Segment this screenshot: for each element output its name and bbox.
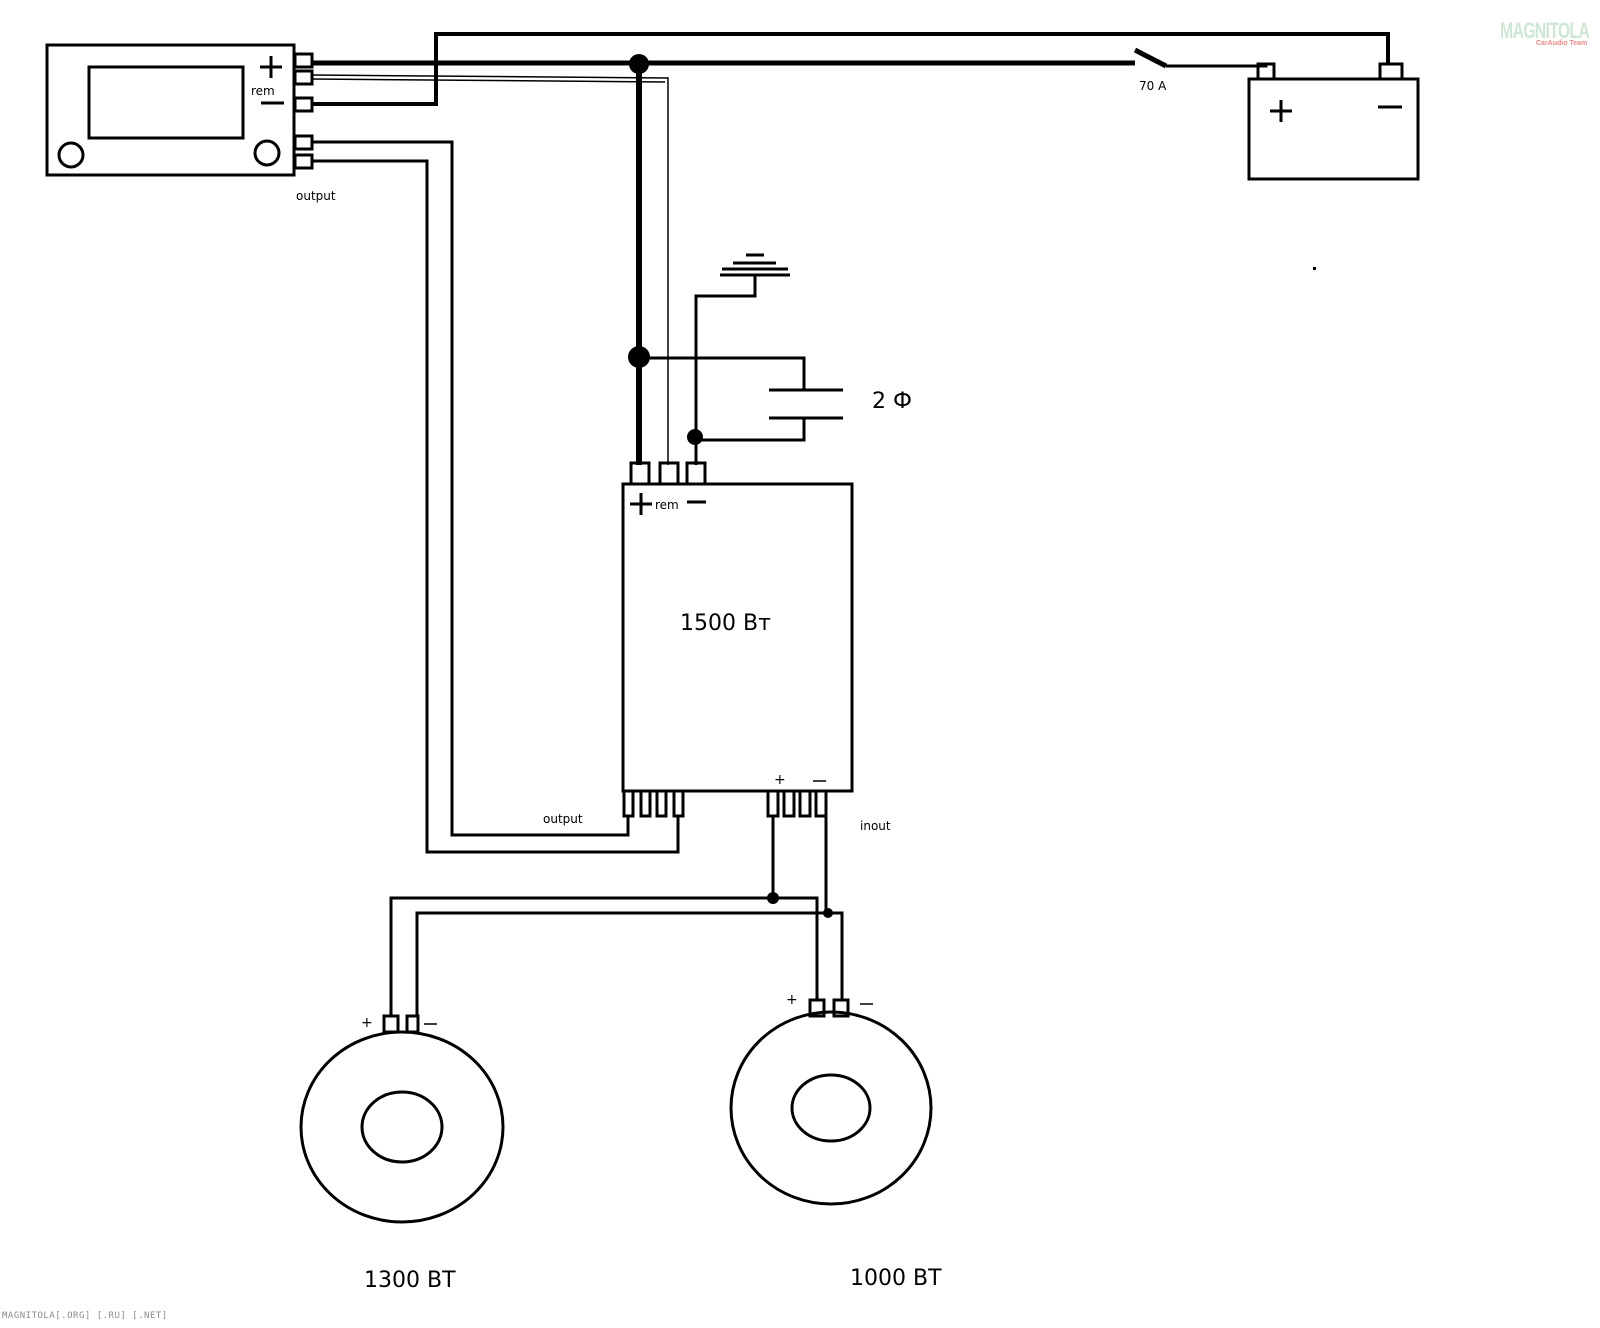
amp-terminal-minus	[685, 461, 707, 486]
subwoofer-1-terminal-minus	[405, 1014, 420, 1034]
amp-output-1	[766, 789, 780, 818]
watermark: MAGNITOLA CarAudio Team	[1500, 18, 1590, 47]
subwoofer-1-power-label: 1300 ВТ	[364, 1268, 456, 1293]
fuse-label: 70 A	[1139, 79, 1167, 93]
subwoofer-2-cone	[729, 1010, 933, 1206]
head-unit-terminal-minus	[293, 96, 314, 113]
amp-terminal-plus	[629, 461, 651, 486]
watermark-main: MAGNITOLA	[1500, 18, 1590, 43]
subwoofer-2-terminal-plus	[808, 998, 826, 1018]
ground-symbol	[720, 253, 790, 277]
head-unit-rem-label: rem	[251, 84, 275, 98]
battery	[1247, 62, 1420, 181]
junction-capacitor-minus	[687, 429, 703, 445]
footer-watermark: MAGNITOLA[.ORG] [.RU] [.NET]	[2, 1311, 168, 1321]
amp-input-4	[672, 789, 685, 818]
junction-capacitor-plus	[628, 346, 650, 368]
subwoofer-1-cone	[299, 1030, 505, 1224]
watermark-sub: CarAudio Team	[1536, 40, 1588, 47]
amp-input-3	[655, 789, 668, 818]
amp-power-label: 1500 Вт	[680, 611, 771, 636]
amp-plus-sign	[630, 493, 652, 515]
amp-output-2	[782, 789, 796, 818]
amp-terminal-rem	[658, 461, 680, 486]
subwoofer-2-plus-label: +	[786, 992, 798, 1008]
amp-inout-label: inout	[860, 819, 891, 833]
head-unit-terminal-rem	[293, 69, 314, 86]
subwoofer-1-dustcap	[360, 1090, 444, 1164]
amp-output-4	[814, 789, 828, 818]
subwoofer-2	[729, 998, 933, 1206]
head-unit-display	[87, 65, 245, 140]
amp-output-3	[798, 789, 812, 818]
subwoofer-2-dustcap	[790, 1073, 872, 1143]
head-unit-knob-left	[57, 141, 85, 169]
rca-cable	[312, 140, 680, 854]
head-unit-terminal-output-2	[293, 153, 314, 170]
junction-speaker-minus	[823, 908, 833, 918]
headunit-ground-wire	[312, 32, 1390, 106]
subwoofer-1-plus-label: +	[361, 1015, 373, 1031]
speaker-wires	[389, 816, 844, 1016]
amp-input-1	[622, 789, 635, 818]
amp-rem-label: rem	[655, 498, 679, 512]
amp-output-label: output	[543, 812, 583, 826]
subwoofer-1-terminal-plus	[382, 1014, 400, 1034]
battery-terminal-minus	[1378, 62, 1404, 81]
amplifier-body	[621, 482, 854, 793]
amp-speaker-plus-label: +	[774, 772, 786, 788]
head-unit-terminal-plus	[293, 52, 314, 69]
junction-main	[629, 54, 649, 74]
capacitor-label: 2 Ф	[872, 389, 912, 414]
subwoofer-2-power-label: 1000 ВТ	[850, 1266, 942, 1291]
stray-dot	[1313, 267, 1316, 270]
subwoofer-2-terminal-minus	[832, 998, 850, 1018]
amp-input-2	[639, 789, 652, 818]
amp-ground-wire	[694, 275, 757, 465]
battery-body	[1247, 77, 1420, 181]
rem-wire	[311, 74, 669, 465]
head-unit-output-label: output	[296, 189, 336, 203]
power-wire	[312, 47, 1268, 465]
head-unit-terminal-output-1	[293, 134, 314, 151]
subwoofer-1	[299, 1014, 505, 1224]
capacitor	[639, 356, 843, 442]
head-unit-knob-right	[253, 139, 281, 167]
head-unit-plus-sign	[260, 56, 282, 78]
junction-speaker-plus	[767, 892, 779, 904]
fuse-switch	[1133, 47, 1168, 69]
amplifier	[621, 461, 854, 818]
